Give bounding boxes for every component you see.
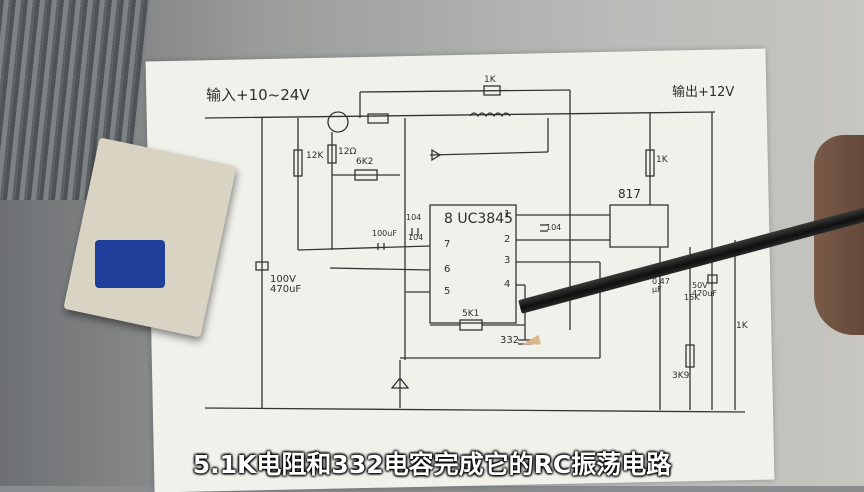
resistor-1k-right-symbol <box>645 149 655 177</box>
label-cap-100uf: 100uF <box>372 229 397 238</box>
bottom-rail-wire <box>204 407 746 413</box>
label-pin6: 6 <box>444 264 451 275</box>
label-r-3k9: 3K9 <box>672 371 690 381</box>
label-cap-104-b: 104 <box>408 233 424 242</box>
transistor-symbol <box>327 111 349 133</box>
label-pin2: 2 <box>504 234 511 245</box>
resistor-6k2-symbol <box>354 169 378 181</box>
label-cap-104-c: 104 <box>546 223 562 232</box>
resistor-3k9-symbol <box>685 344 695 368</box>
label-r-1k-top: 1K <box>484 75 496 85</box>
label-pin3: 3 <box>504 255 511 266</box>
label-r-1k-right: 1K <box>656 155 668 165</box>
optocoupler-817-box <box>609 204 669 248</box>
label-r-1k-bottom: 1K <box>736 321 748 331</box>
output-cap-symbol <box>707 274 718 284</box>
label-cap-out: 50V 470uF <box>692 281 717 298</box>
label-r-12k: 12K <box>306 151 324 161</box>
label-r-15k: 15K <box>684 293 700 302</box>
ic-uc3845-box <box>429 204 517 324</box>
label-r-5k1: 5K1 <box>462 309 480 319</box>
transformer <box>95 240 165 288</box>
feedback-diode-symbol <box>431 148 442 162</box>
bottom-diode-symbol <box>390 376 410 389</box>
label-opto: 817 <box>618 187 641 201</box>
top-rail-wire <box>204 111 716 119</box>
resistor-12ohm-symbol <box>327 144 337 164</box>
label-ic: 8 UC3845 <box>444 211 514 227</box>
label-pin5: 5 <box>444 286 451 297</box>
label-r-6k2: 6K2 <box>356 157 374 167</box>
hand <box>814 135 864 335</box>
label-r-12ohm: 12Ω <box>338 147 357 157</box>
resistor-1k-top-symbol <box>483 85 501 96</box>
resistor-12k-symbol <box>293 149 303 177</box>
label-pin7: 7 <box>444 239 451 250</box>
label-cap-047: 0.47 μF <box>652 277 670 294</box>
label-cap-332: 332 <box>500 335 520 346</box>
label-pin1: 1 <box>504 209 511 220</box>
resistor-5k1-symbol <box>459 319 483 331</box>
label-cap-104-a: 104 <box>406 213 422 222</box>
inductor-symbol <box>469 112 511 118</box>
main-cap-symbol <box>255 261 269 271</box>
label-output: 输出+12V <box>672 85 735 100</box>
label-cap-main: 100V 470uF <box>270 274 302 295</box>
video-caption: 5.1K电阻和332电容完成它的RC振荡电路 <box>192 450 672 479</box>
label-input: 输入+10~24V <box>206 86 310 104</box>
label-pin4: 4 <box>504 279 511 290</box>
